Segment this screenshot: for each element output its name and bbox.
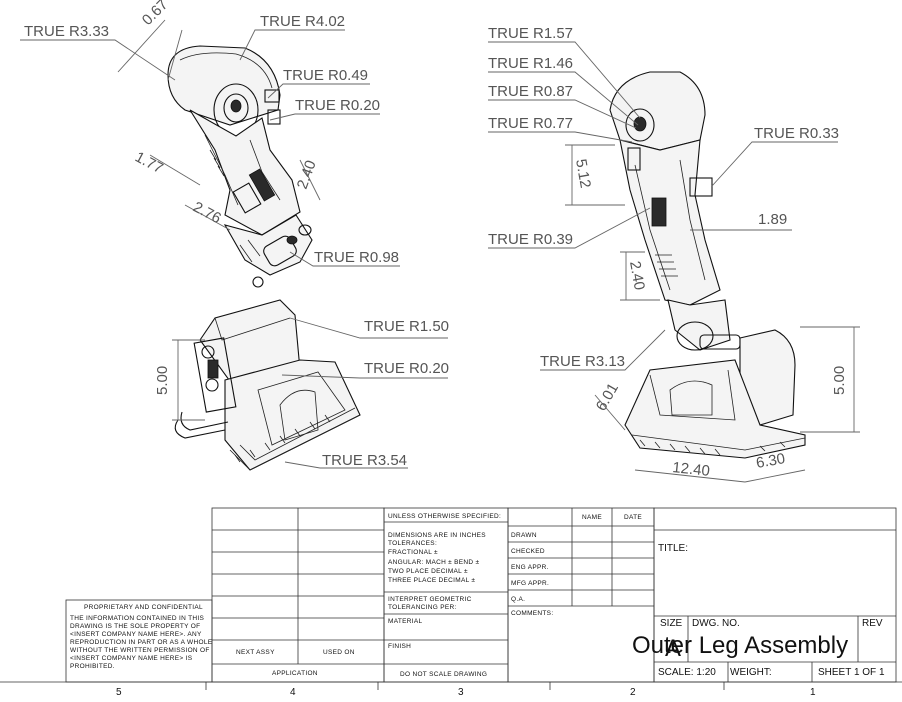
- bottom-left-leaders: [172, 317, 448, 469]
- dim-240-b: 2.40: [626, 260, 648, 292]
- finish-label: FINISH: [388, 643, 411, 650]
- tolerance-line-1: DIMENSIONS ARE IN INCHES: [388, 532, 486, 539]
- row-checked: CHECKED: [511, 548, 545, 555]
- dim-601: 6.01: [593, 380, 622, 414]
- tolerance-line-2: TOLERANCES:: [388, 540, 437, 547]
- rev-label: REV: [862, 618, 883, 629]
- zone-5: 5: [116, 687, 122, 698]
- proprietary-line-2: DRAWING IS THE SOLE PROPERTY OF: [70, 623, 200, 630]
- label-true-r087: TRUE R0.87: [488, 83, 573, 100]
- label-true-r077: TRUE R0.77: [488, 115, 573, 132]
- tolerance-line-6: THREE PLACE DECIMAL ±: [388, 577, 475, 584]
- label-true-r313: TRUE R3.13: [540, 353, 625, 370]
- label-true-r150: TRUE R1.50: [364, 318, 449, 335]
- tolerance-line-5: TWO PLACE DECIMAL ±: [388, 568, 468, 575]
- title-block-text: UNLESS OTHERWISE SPECIFIED: DIMENSIONS A…: [70, 513, 885, 698]
- sheet-label: SHEET 1 OF 1: [818, 667, 885, 678]
- interpret-geometric: INTERPRET GEOMETRIC: [388, 596, 472, 603]
- used-on-label: USED ON: [323, 649, 355, 656]
- dim-500-a: 5.00: [154, 366, 171, 395]
- label-true-r354: TRUE R3.54: [322, 452, 407, 469]
- scale-value: SCALE: 1:20: [658, 667, 716, 678]
- row-drawn: DRAWN: [511, 532, 537, 539]
- no-scale-label: DO NOT SCALE DRAWING: [400, 671, 487, 678]
- name-column: NAME: [582, 514, 602, 521]
- dim-240-a: 2.40: [294, 158, 320, 191]
- dim-1240: 12.40: [672, 459, 711, 480]
- size-label: SIZE: [660, 618, 683, 629]
- tolerance-header: UNLESS OTHERWISE SPECIFIED:: [388, 513, 501, 520]
- row-comments: COMMENTS:: [511, 610, 553, 617]
- top-left-leaders: [20, 19, 400, 267]
- dim-276: 2.76: [190, 199, 224, 228]
- dim-177: 1.77: [132, 149, 166, 178]
- next-assy-label: NEXT ASSY: [236, 649, 275, 656]
- date-column: DATE: [624, 514, 642, 521]
- right-part-view: [609, 71, 806, 459]
- label-true-r020-a: TRUE R0.20: [295, 97, 380, 114]
- dim-189: 1.89: [758, 211, 787, 228]
- row-eng-appr: ENG APPR.: [511, 564, 549, 571]
- proprietary-line-6: <INSERT COMPANY NAME HERE> IS: [70, 655, 193, 662]
- part-title: Outer Leg Assembly: [632, 632, 848, 659]
- title-block: [0, 507, 902, 690]
- zone-2: 2: [630, 687, 636, 698]
- dwg-no-label: DWG. NO.: [692, 618, 740, 629]
- tolerance-line-4: ANGULAR: MACH ± BEND ±: [388, 559, 480, 566]
- label-true-r146: TRUE R1.46: [488, 55, 573, 72]
- proprietary-line-1: THE INFORMATION CONTAINED IN THIS: [70, 615, 204, 622]
- bottom-left-part-view: [174, 299, 361, 471]
- dim-500-b: 5.00: [831, 366, 848, 395]
- label-true-r157: TRUE R1.57: [488, 25, 573, 42]
- proprietary-line-3: <INSERT COMPANY NAME HERE>. ANY: [70, 631, 202, 638]
- dim-630: 6.30: [755, 450, 787, 472]
- application-label: APPLICATION: [272, 670, 318, 677]
- label-true-r402: TRUE R4.02: [260, 13, 345, 30]
- proprietary-line-4: REPRODUCTION IN PART OR AS A WHOLE: [70, 639, 213, 646]
- row-qa: Q.A.: [511, 596, 525, 603]
- proprietary-title: PROPRIETARY AND CONFIDENTIAL: [84, 604, 203, 611]
- row-mfg-appr: MFG APPR.: [511, 580, 549, 587]
- top-left-dimension-text: TRUE R3.33 TRUE R4.02 TRUE R0.49 TRUE R0…: [24, 0, 399, 266]
- label-true-r049: TRUE R0.49: [283, 67, 368, 84]
- proprietary-line-7: PROHIBITED.: [70, 663, 115, 670]
- label-true-r033: TRUE R0.33: [754, 125, 839, 142]
- zone-1: 1: [810, 687, 816, 698]
- bottom-left-dimension-text: TRUE R1.50 TRUE R0.20 TRUE R3.54 5.00: [154, 318, 449, 469]
- right-dimension-text: TRUE R1.57 TRUE R1.46 TRUE R0.87 TRUE R0…: [488, 25, 848, 480]
- weight-label: WEIGHT:: [730, 667, 772, 678]
- proprietary-line-5: WITHOUT THE WRITTEN PERMISSION OF: [70, 647, 210, 654]
- top-left-part-view: [167, 45, 313, 288]
- label-true-r020-b: TRUE R0.20: [364, 360, 449, 377]
- label-true-r039: TRUE R0.39: [488, 231, 573, 248]
- zone-3: 3: [458, 687, 464, 698]
- label-true-r098: TRUE R0.98: [314, 249, 399, 266]
- label-true-r333: TRUE R3.33: [24, 23, 109, 40]
- tolerancing-per: TOLERANCING PER:: [388, 604, 457, 611]
- dim-067: 0.67: [139, 0, 172, 29]
- material-label: MATERIAL: [388, 618, 423, 625]
- tolerance-line-3: FRACTIONAL ±: [388, 549, 438, 556]
- right-leaders: [488, 41, 860, 483]
- size-value: A: [665, 635, 681, 662]
- dim-512: 5.12: [572, 158, 594, 190]
- title-label: TITLE:: [658, 543, 688, 554]
- zone-4: 4: [290, 687, 296, 698]
